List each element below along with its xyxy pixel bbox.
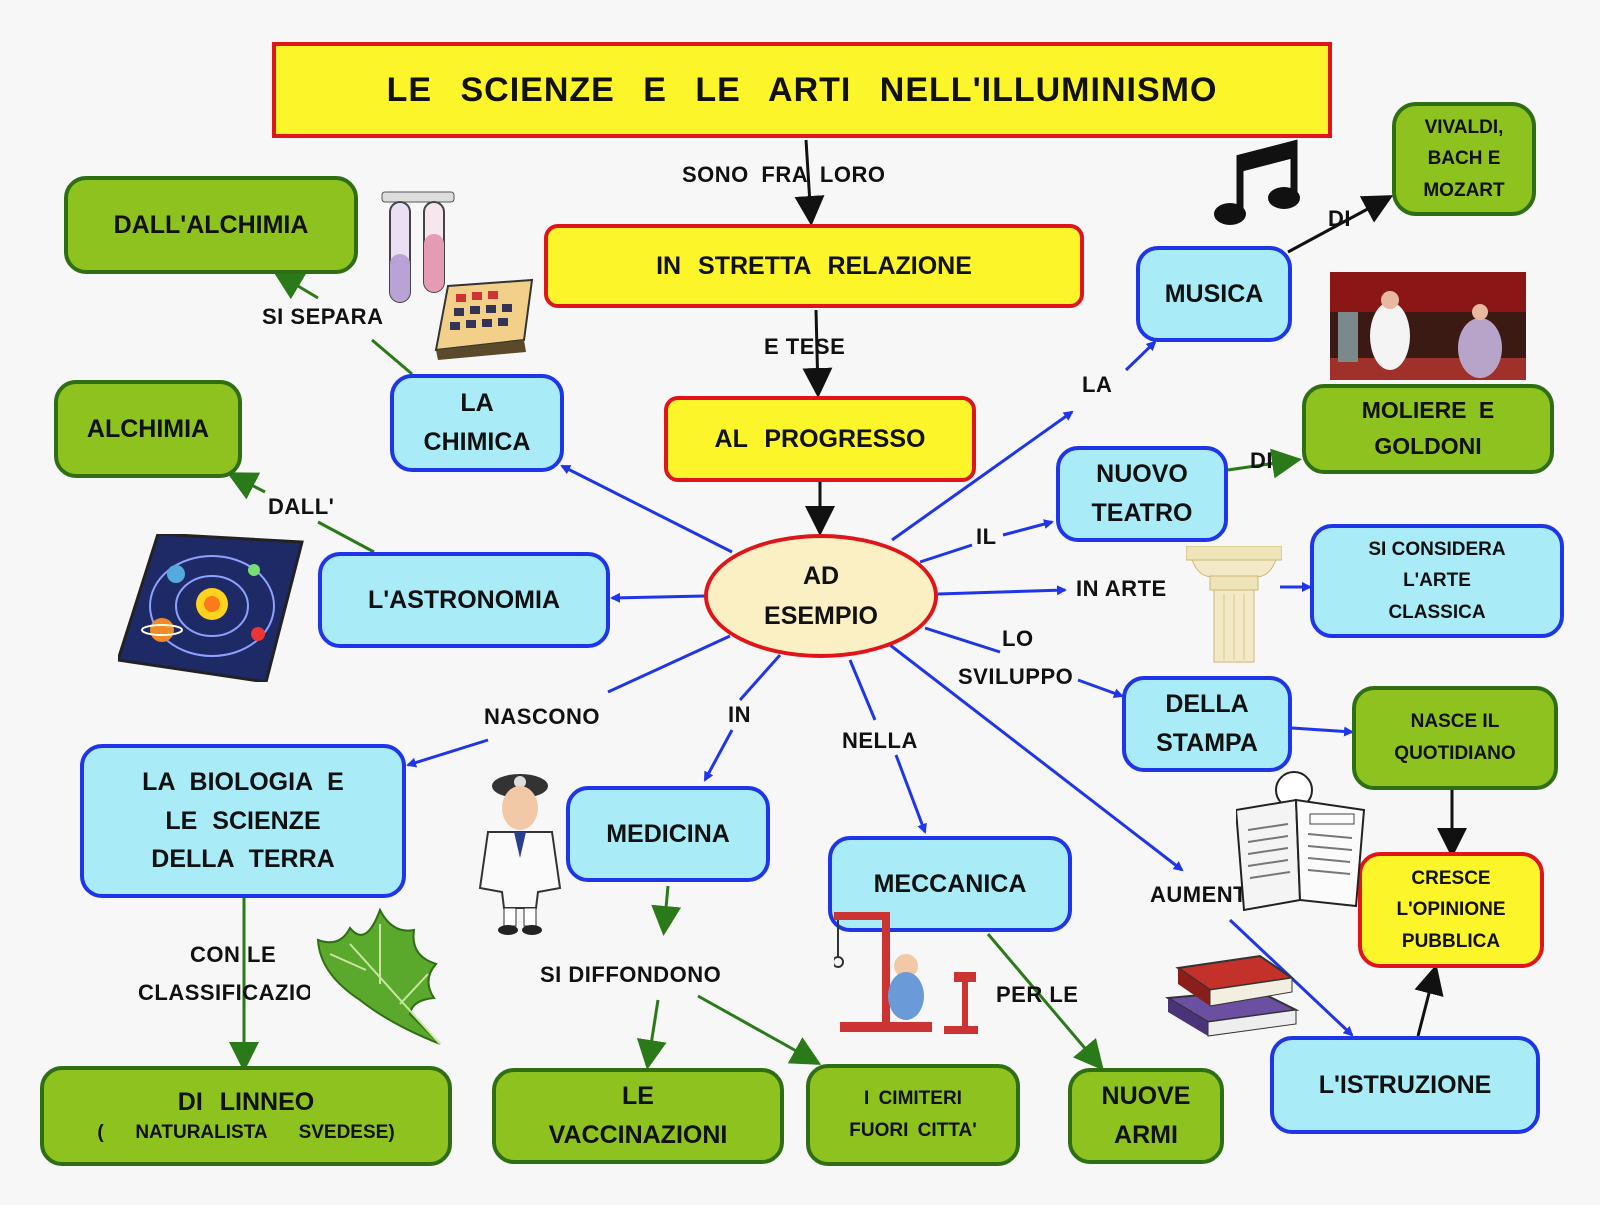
arrow-esempio-nella [848, 659, 877, 721]
node-arte-classica: SI CONSIDERA L'ARTE CLASSICA [1310, 524, 1564, 638]
label-con-le: CON LE [190, 942, 277, 967]
solar-system-icon [118, 534, 304, 682]
leaf-icon [316, 907, 441, 1045]
arrow-esempio-arte [937, 585, 1067, 596]
arrow-chimica-separa [371, 338, 413, 376]
label-il: IL [976, 524, 997, 549]
label-in-arte: IN ARTE [1076, 576, 1167, 601]
arrow-sviluppo-stampa [1077, 678, 1124, 698]
label-la: LA [1082, 372, 1113, 397]
node-astronomia: L'ASTRONOMIA [318, 552, 610, 648]
arrow-esempio-medicina [738, 654, 782, 701]
node-ad-esempio: AD ESEMPIO [704, 534, 938, 658]
label-in-medicina: IN [728, 702, 751, 727]
arrow-in-medicina [703, 729, 734, 782]
arrow-dall-alchimia [226, 472, 266, 500]
linneo-subtitle: ( NATURALISTA SVEDESE) [97, 1122, 395, 1144]
newspaper-reader-icon [1236, 771, 1366, 912]
arrow-la-musica [1124, 340, 1157, 372]
crane-icon [834, 912, 978, 1034]
node-nuovo-teatro: NUOVO TEATRO [1056, 446, 1228, 542]
node-linneo: DI LINNEO ( NATURALISTA SVEDESE) [40, 1066, 452, 1166]
node-vaccinazioni: LE VACCINAZIONI [492, 1068, 784, 1164]
label-dall: DALL' [268, 494, 335, 519]
arrow-astronomia-dall [317, 520, 375, 554]
arrow-esempio-biologia [607, 634, 731, 694]
node-biologia: LA BIOLOGIA E LE SCIENZE DELLA TERRA [80, 744, 406, 898]
label-e-tese: E TESE [764, 334, 846, 359]
label-nascono: NASCONO [484, 704, 600, 729]
label-nella: NELLA [842, 728, 918, 753]
node-chimica: LA CHIMICA [390, 374, 564, 472]
arrow-esempio-lo [924, 626, 1001, 654]
linneo-title: DI LINNEO [177, 1088, 315, 1117]
music-note-icon [1214, 139, 1300, 225]
arrow-musica-vivaldi [1287, 195, 1394, 254]
label-si-diffondono: SI DIFFONDONO [540, 962, 722, 987]
node-stretta-relazione: IN STRETTA RELAZIONE [544, 224, 1084, 308]
arrow-istruzione-opinione [1414, 964, 1444, 1037]
label-classificazioni: CLASSIFICAZIO [138, 980, 310, 1005]
arrow-separa-alchimia [272, 270, 319, 300]
arrow-title-stretta [794, 139, 825, 226]
node-moliere: MOLIERE E GOLDONI [1302, 384, 1554, 474]
label-per-le: PER LE [996, 982, 1079, 1007]
node-nuove-armi: NUOVE ARMI [1068, 1068, 1224, 1164]
arrow-stretta-progresso [802, 309, 833, 398]
arrow-esempio-teatro [919, 543, 973, 564]
arrow-esempio-astronomia [610, 592, 706, 603]
label-sono-fra-loro: SONO FRA LORO [682, 162, 886, 187]
label-di-teatro: DI [1250, 448, 1273, 473]
node-vivaldi: VIVALDI, BACH E MOZART [1392, 102, 1536, 216]
doctor-icon [478, 774, 562, 935]
arrow-esempio-la [891, 410, 1074, 542]
node-musica: MUSICA [1136, 246, 1292, 342]
label-di-musica: DI [1328, 206, 1351, 231]
node-cimiteri: I CIMITERI FUORI CITTA' [806, 1064, 1020, 1166]
label-si-separa: SI SEPARA [262, 304, 384, 329]
node-alchimia: ALCHIMIA [54, 380, 242, 478]
arrow-stampa-quotidiano [1291, 726, 1354, 737]
books-icon [1164, 954, 1300, 1037]
column-icon [1186, 546, 1282, 663]
arrow-nella-meccanica [894, 754, 927, 834]
arrow-esempio-chimica [560, 464, 733, 554]
node-meccanica: MECCANICA [828, 836, 1072, 932]
arrow-esempio-istruzione [889, 643, 1184, 872]
node-istruzione: L'ISTRUZIONE [1270, 1036, 1540, 1134]
node-stampa: DELLA STAMPA [1122, 676, 1292, 772]
page-title: LE SCIENZE E LE ARTI NELL'ILLUMINISMO [272, 42, 1332, 138]
label-lo: LO [1002, 626, 1034, 651]
arrow-medicina-diffondono [651, 885, 682, 936]
arrow-nascono-biologia [406, 738, 489, 768]
label-sviluppo: SVILUPPO [958, 664, 1074, 689]
node-quotidiano: NASCE IL QUOTIDIANO [1352, 686, 1558, 790]
node-progresso: AL PROGRESSO [664, 396, 976, 482]
node-medicina: MEDICINA [566, 786, 770, 882]
node-opinione: CRESCE L'OPINIONE PUBBLICA [1358, 852, 1544, 968]
arrow-meccanica-armi [986, 933, 1104, 1071]
arrow-diffondono-cimiteri [697, 994, 822, 1065]
theater-photo [1330, 272, 1526, 380]
calculator-icon [434, 278, 534, 360]
arrow-il-teatro [1002, 519, 1054, 537]
arrow-teatro-moliere [1227, 448, 1302, 479]
node-dall-alchimia: DALL'ALCHIMIA [64, 176, 358, 274]
test-tubes-icon [381, 191, 455, 303]
arrow-diffondono-vaccinazioni [636, 999, 667, 1070]
